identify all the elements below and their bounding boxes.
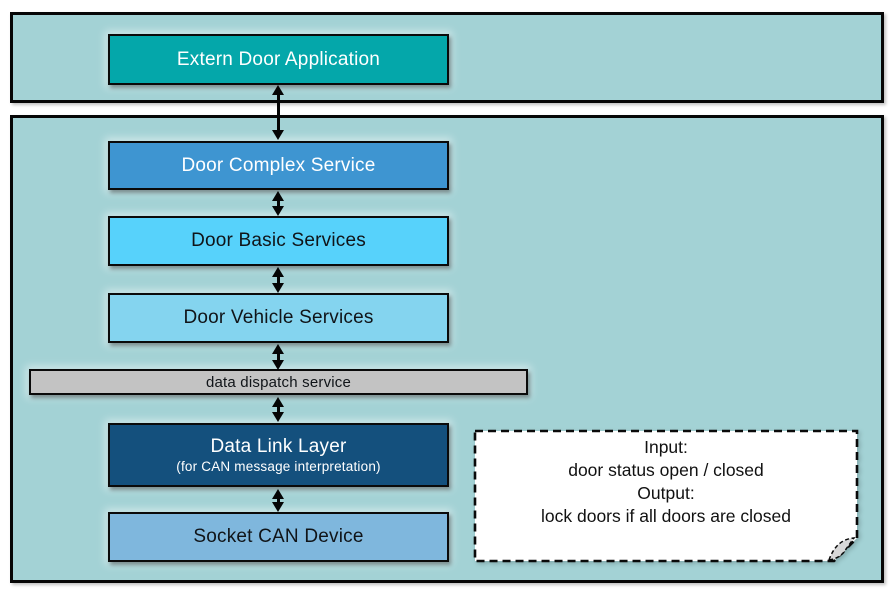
arrow-shaft [276,352,280,362]
double-arrow-vehicle-dispatch [270,344,286,370]
box-socket-can-device: Socket CAN Device [108,512,449,562]
box-sublabel: (for CAN message interpretation) [176,459,381,474]
arrow-shaft [276,497,280,504]
box-door-vehicle-services: Door Vehicle Services [108,293,449,343]
box-label: Data Link Layer [210,436,347,457]
folded-corner-icon [827,537,856,561]
note-line: Output: [637,483,695,503]
arrow-shaft [276,93,280,132]
note-line: lock doors if all doors are closed [541,506,791,526]
double-arrow-extern-complex [270,85,286,140]
box-label: Door Basic Services [191,230,366,251]
box-label: Door Vehicle Services [183,307,374,328]
arrow-shaft [276,405,280,414]
box-label: Door Complex Service [181,154,376,176]
note-outline [473,429,859,563]
note-line: Input: [644,437,688,457]
note-text: Input: door status open / closed Output:… [473,429,859,528]
double-arrow-complex-basic [270,191,286,216]
box-door-complex-service: Door Complex Service [108,141,449,190]
note-callout: Input: door status open / closed Output:… [473,429,859,563]
arrow-shaft [276,199,280,208]
arrow-shaft [276,275,280,285]
box-label: data dispatch service [205,373,352,391]
box-door-basic-services: Door Basic Services [108,216,449,266]
box-data-dispatch-service: data dispatch service [29,369,528,395]
note-line: door status open / closed [568,460,764,480]
double-arrow-dispatch-datalink [270,397,286,422]
box-label: Extern Door Application [176,48,381,70]
box-extern-door-application: Extern Door Application [108,34,449,85]
note-shape [473,429,859,563]
double-arrow-basic-vehicle [270,267,286,293]
box-data-link-layer: Data Link Layer (for CAN message interpr… [108,423,449,487]
box-label: Socket CAN Device [193,526,364,547]
double-arrow-datalink-socket [270,489,286,512]
